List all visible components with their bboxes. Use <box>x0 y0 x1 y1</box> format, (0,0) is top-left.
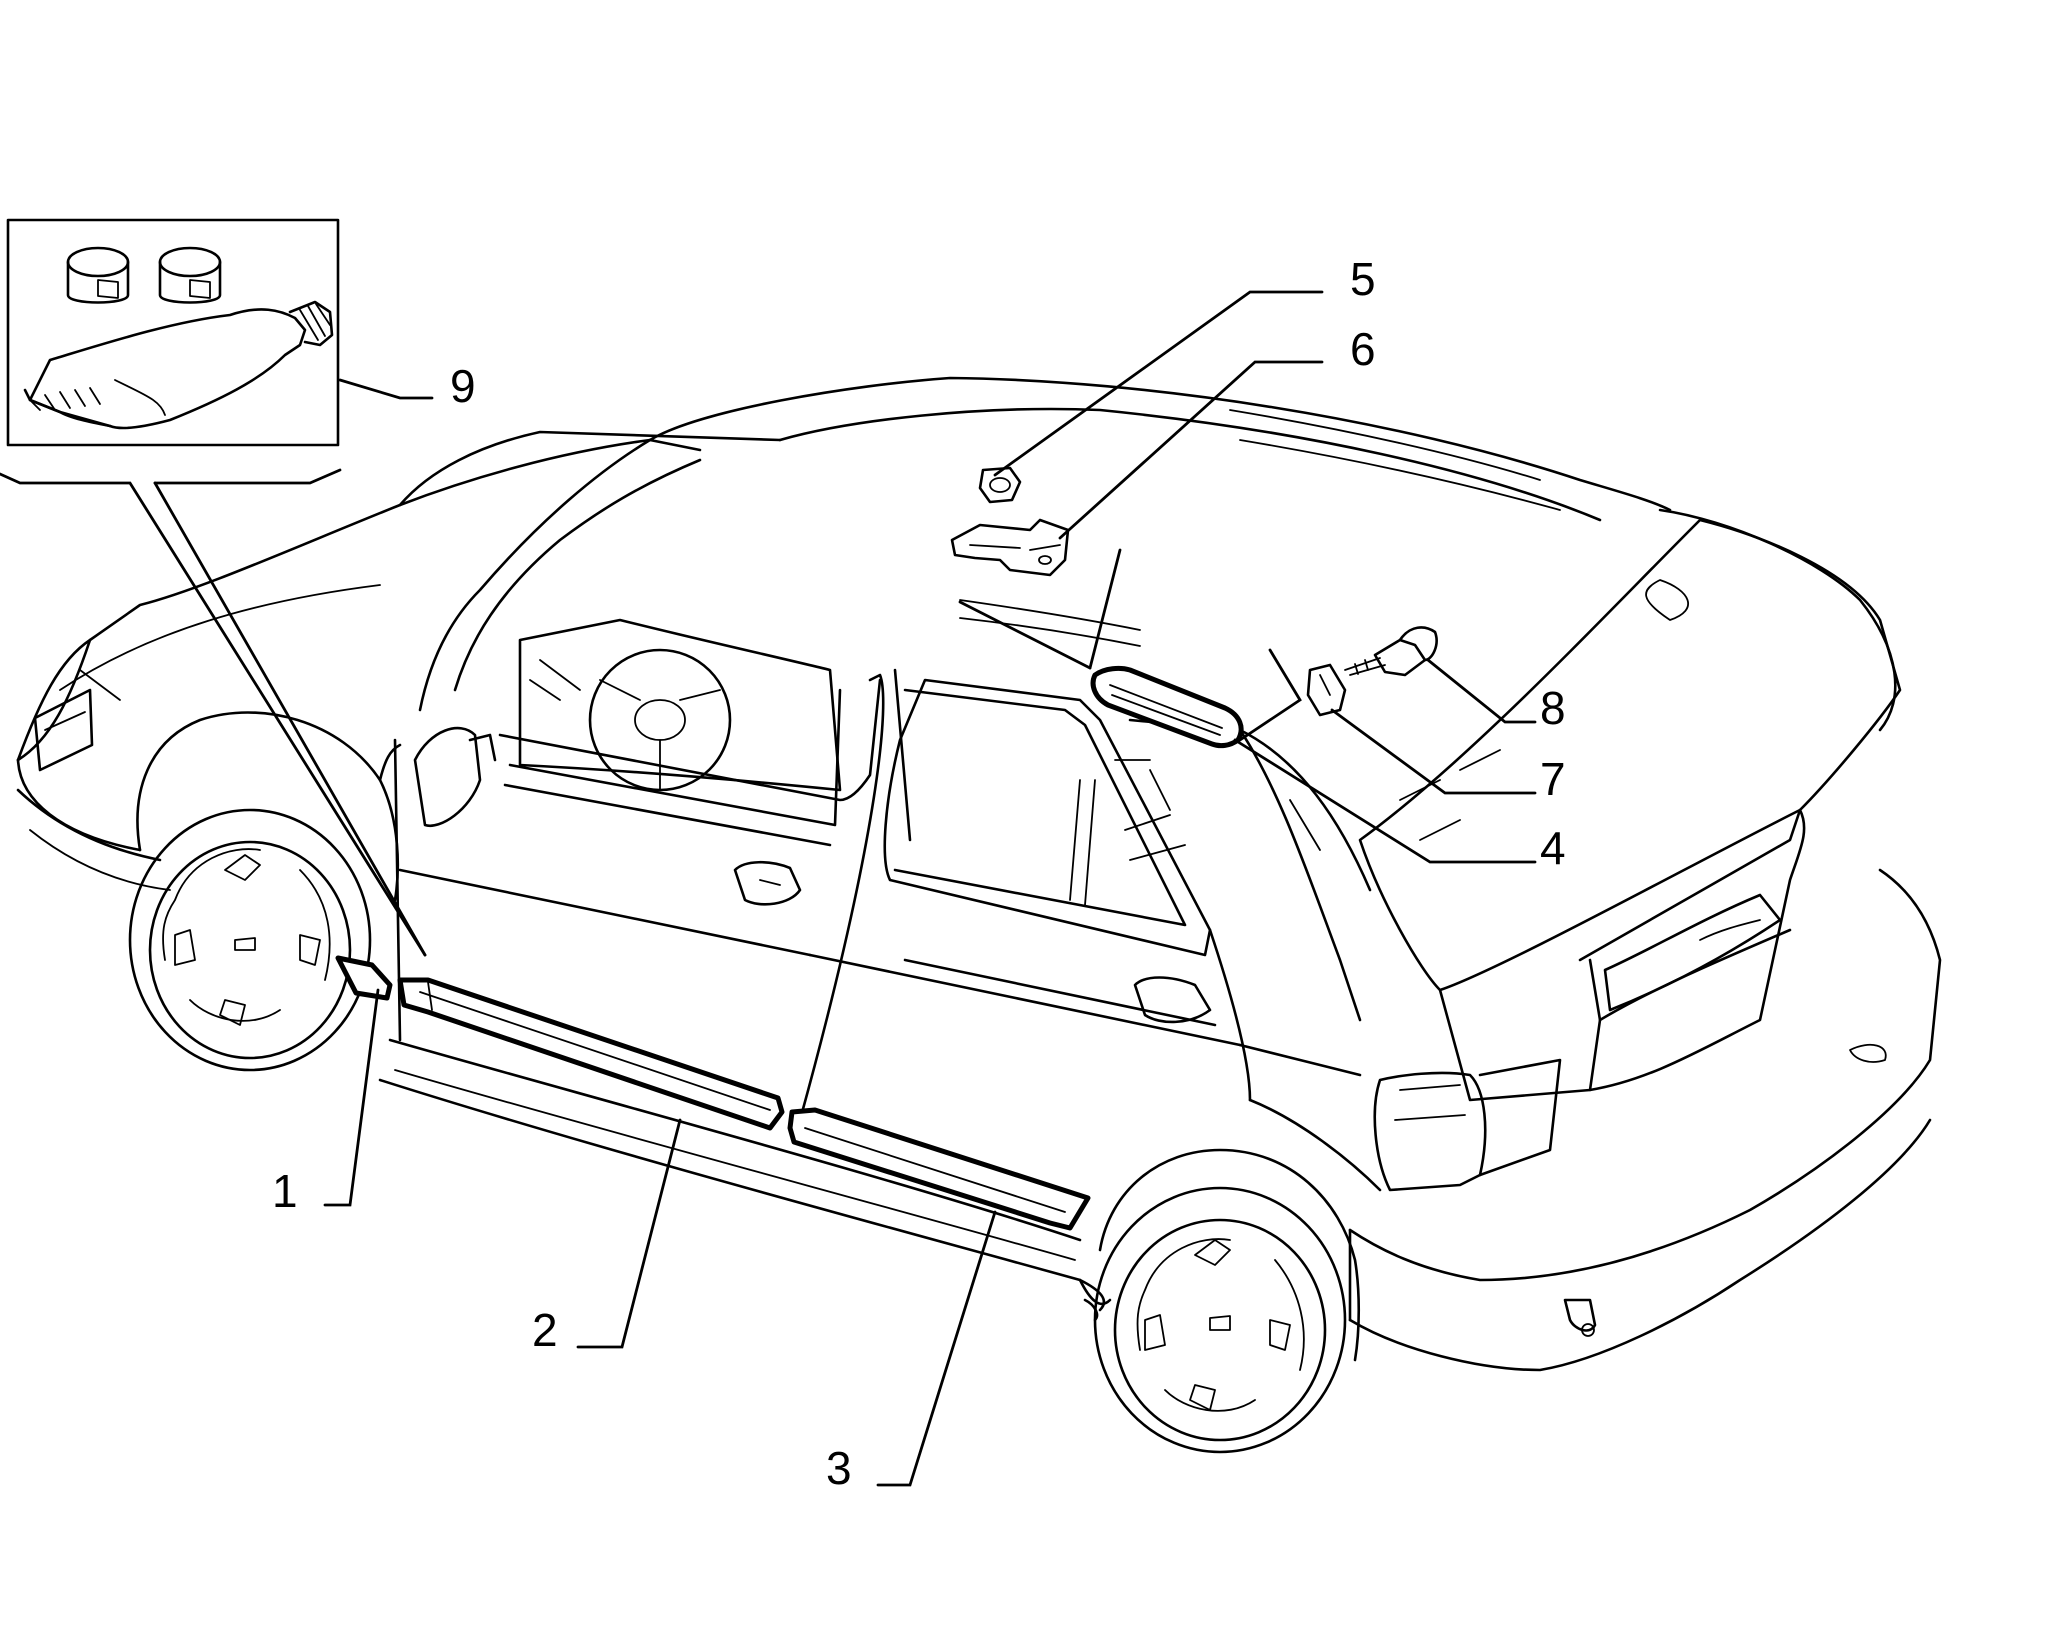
screw <box>1344 626 1438 677</box>
front-door-moulding <box>397 977 785 1131</box>
callout-1: 1 <box>272 1165 298 1217</box>
callout-6: 6 <box>1350 323 1376 375</box>
callout-9: 9 <box>450 360 476 412</box>
nut <box>978 466 1022 504</box>
callout-8: 8 <box>1540 682 1566 734</box>
fender-moulding <box>335 955 393 1001</box>
highlighted-parts <box>335 466 1438 1231</box>
callout-3: 3 <box>826 1442 852 1494</box>
clip <box>1306 663 1347 717</box>
rear-door-moulding <box>787 1107 1091 1231</box>
inset-kit <box>6 218 340 447</box>
callout-4: 4 <box>1540 822 1566 874</box>
callout-labels: 1 2 3 4 5 6 7 8 9 <box>272 253 1566 1494</box>
leader-lines <box>0 290 1537 1487</box>
callout-2: 2 <box>532 1304 558 1356</box>
car-illustration <box>16 376 1942 1454</box>
bracket <box>950 518 1070 577</box>
callout-7: 7 <box>1540 753 1566 805</box>
callout-5: 5 <box>1350 253 1376 305</box>
